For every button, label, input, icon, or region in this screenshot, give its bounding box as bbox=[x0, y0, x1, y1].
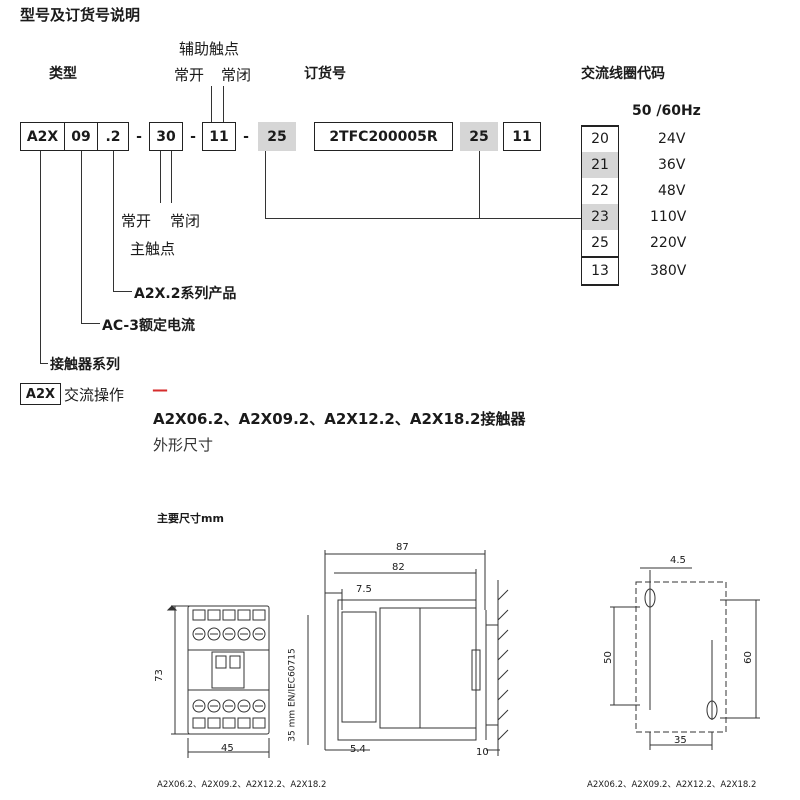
main-nc-label: 常闭 bbox=[170, 212, 201, 230]
side-total-dim: 87 bbox=[396, 542, 409, 553]
a2x-small-box: A2X bbox=[20, 383, 61, 405]
model-current-box: 09 bbox=[64, 122, 98, 151]
series-leader bbox=[40, 151, 41, 363]
mount-outer-height-dim: 60 bbox=[742, 651, 754, 664]
section-title: 型号及订货号说明 bbox=[20, 6, 141, 24]
caption-left: A2X06.2、A2X09.2、A2X12.2、A2X18.2 bbox=[157, 780, 327, 790]
order-number-box: 2TFC200005R bbox=[314, 122, 453, 151]
rail-label: 35 mm EN/IEC60715 bbox=[287, 648, 298, 742]
series-product-label: A2X.2系列产品 bbox=[134, 286, 237, 302]
order-coil-box: 25 bbox=[460, 122, 498, 151]
type-header: 类型 bbox=[49, 66, 77, 82]
main-no-line bbox=[160, 151, 161, 203]
side-foot-dim: 5.4 bbox=[350, 744, 366, 755]
aux-no-label: 常开 bbox=[174, 66, 205, 84]
coil-table-top bbox=[581, 125, 619, 127]
order-aux-box: 11 bbox=[503, 122, 541, 151]
coil-table-divider bbox=[581, 256, 619, 258]
coil-voltage: 24V bbox=[658, 131, 686, 147]
coil-code-cell: 13 bbox=[581, 258, 619, 284]
main-nc-line bbox=[171, 151, 172, 203]
series-leader bbox=[40, 363, 48, 364]
order-header: 订货号 bbox=[304, 66, 346, 82]
coil-voltage: 380V bbox=[650, 263, 687, 279]
coil-header: 交流线圈代码 bbox=[581, 66, 665, 82]
coil-code-cell: 21 bbox=[581, 152, 619, 178]
model-coil-box: 25 bbox=[258, 122, 296, 151]
coil-code-cell: 20 bbox=[581, 126, 619, 152]
side-offset-dim: 7.5 bbox=[356, 584, 372, 595]
side-body-dim: 82 bbox=[392, 562, 405, 573]
coil-link-line bbox=[265, 151, 266, 218]
ac3-leader bbox=[81, 323, 100, 324]
model-series-box: A2X bbox=[20, 122, 65, 151]
side-view-drawing bbox=[307, 550, 509, 756]
ac-operation-label: 交流操作 bbox=[64, 386, 125, 404]
mount-width-dim: 35 bbox=[674, 735, 687, 746]
model-aux-box: 11 bbox=[202, 122, 236, 151]
ac3-label: AC-3额定电流 bbox=[102, 318, 195, 334]
coil-voltage: 110V bbox=[650, 209, 687, 225]
coil-voltage: 220V bbox=[650, 235, 687, 251]
front-view-drawing bbox=[166, 605, 270, 758]
main-contact-label: 主触点 bbox=[130, 240, 176, 258]
dash-1: - bbox=[136, 129, 142, 145]
dash-3: - bbox=[243, 129, 249, 145]
series-product-leader bbox=[113, 151, 114, 291]
coil-voltage: 36V bbox=[658, 157, 686, 173]
ac3-leader bbox=[81, 151, 82, 323]
aux-no-line bbox=[211, 86, 212, 123]
coil-table-bottom bbox=[581, 284, 619, 286]
aux-nc-line bbox=[223, 86, 224, 123]
coil-code-cell: 23 bbox=[581, 204, 619, 230]
coil-voltage: 48V bbox=[658, 183, 686, 199]
front-height-dim: 73 bbox=[153, 669, 165, 682]
coil-code-cell: 22 bbox=[581, 178, 619, 204]
product-subtitle: 外形尺寸 bbox=[153, 436, 214, 454]
dash-2: - bbox=[190, 129, 196, 145]
front-width-dim: 45 bbox=[221, 743, 234, 754]
accent-dash: — bbox=[152, 380, 168, 399]
coil-link-line bbox=[479, 151, 480, 218]
dimensions-heading: 主要尺寸mm bbox=[157, 512, 224, 525]
frequency-header: 50 /60Hz bbox=[632, 103, 701, 119]
mount-hole-dim: 4.5 bbox=[670, 555, 686, 566]
main-no-label: 常开 bbox=[121, 212, 152, 230]
coil-code-cell: 25 bbox=[581, 230, 619, 256]
mounting-view-drawing bbox=[610, 567, 760, 750]
product-title: A2X06.2、A2X09.2、A2X12.2、A2X18.2接触器 bbox=[153, 410, 526, 428]
contactor-series-label: 接触器系列 bbox=[50, 357, 120, 373]
series-product-leader bbox=[113, 291, 132, 292]
coil-link-line bbox=[265, 218, 581, 219]
aux-nc-label: 常闭 bbox=[221, 66, 252, 84]
caption-right: A2X06.2、A2X09.2、A2X12.2、A2X18.2 bbox=[587, 780, 757, 790]
aux-contact-header: 辅助触点 bbox=[179, 40, 240, 58]
mount-inner-height-dim: 50 bbox=[602, 651, 614, 664]
side-gap-dim: 10 bbox=[476, 747, 489, 758]
model-main-box: 30 bbox=[149, 122, 183, 151]
model-suffix-box: .2 bbox=[97, 122, 129, 151]
